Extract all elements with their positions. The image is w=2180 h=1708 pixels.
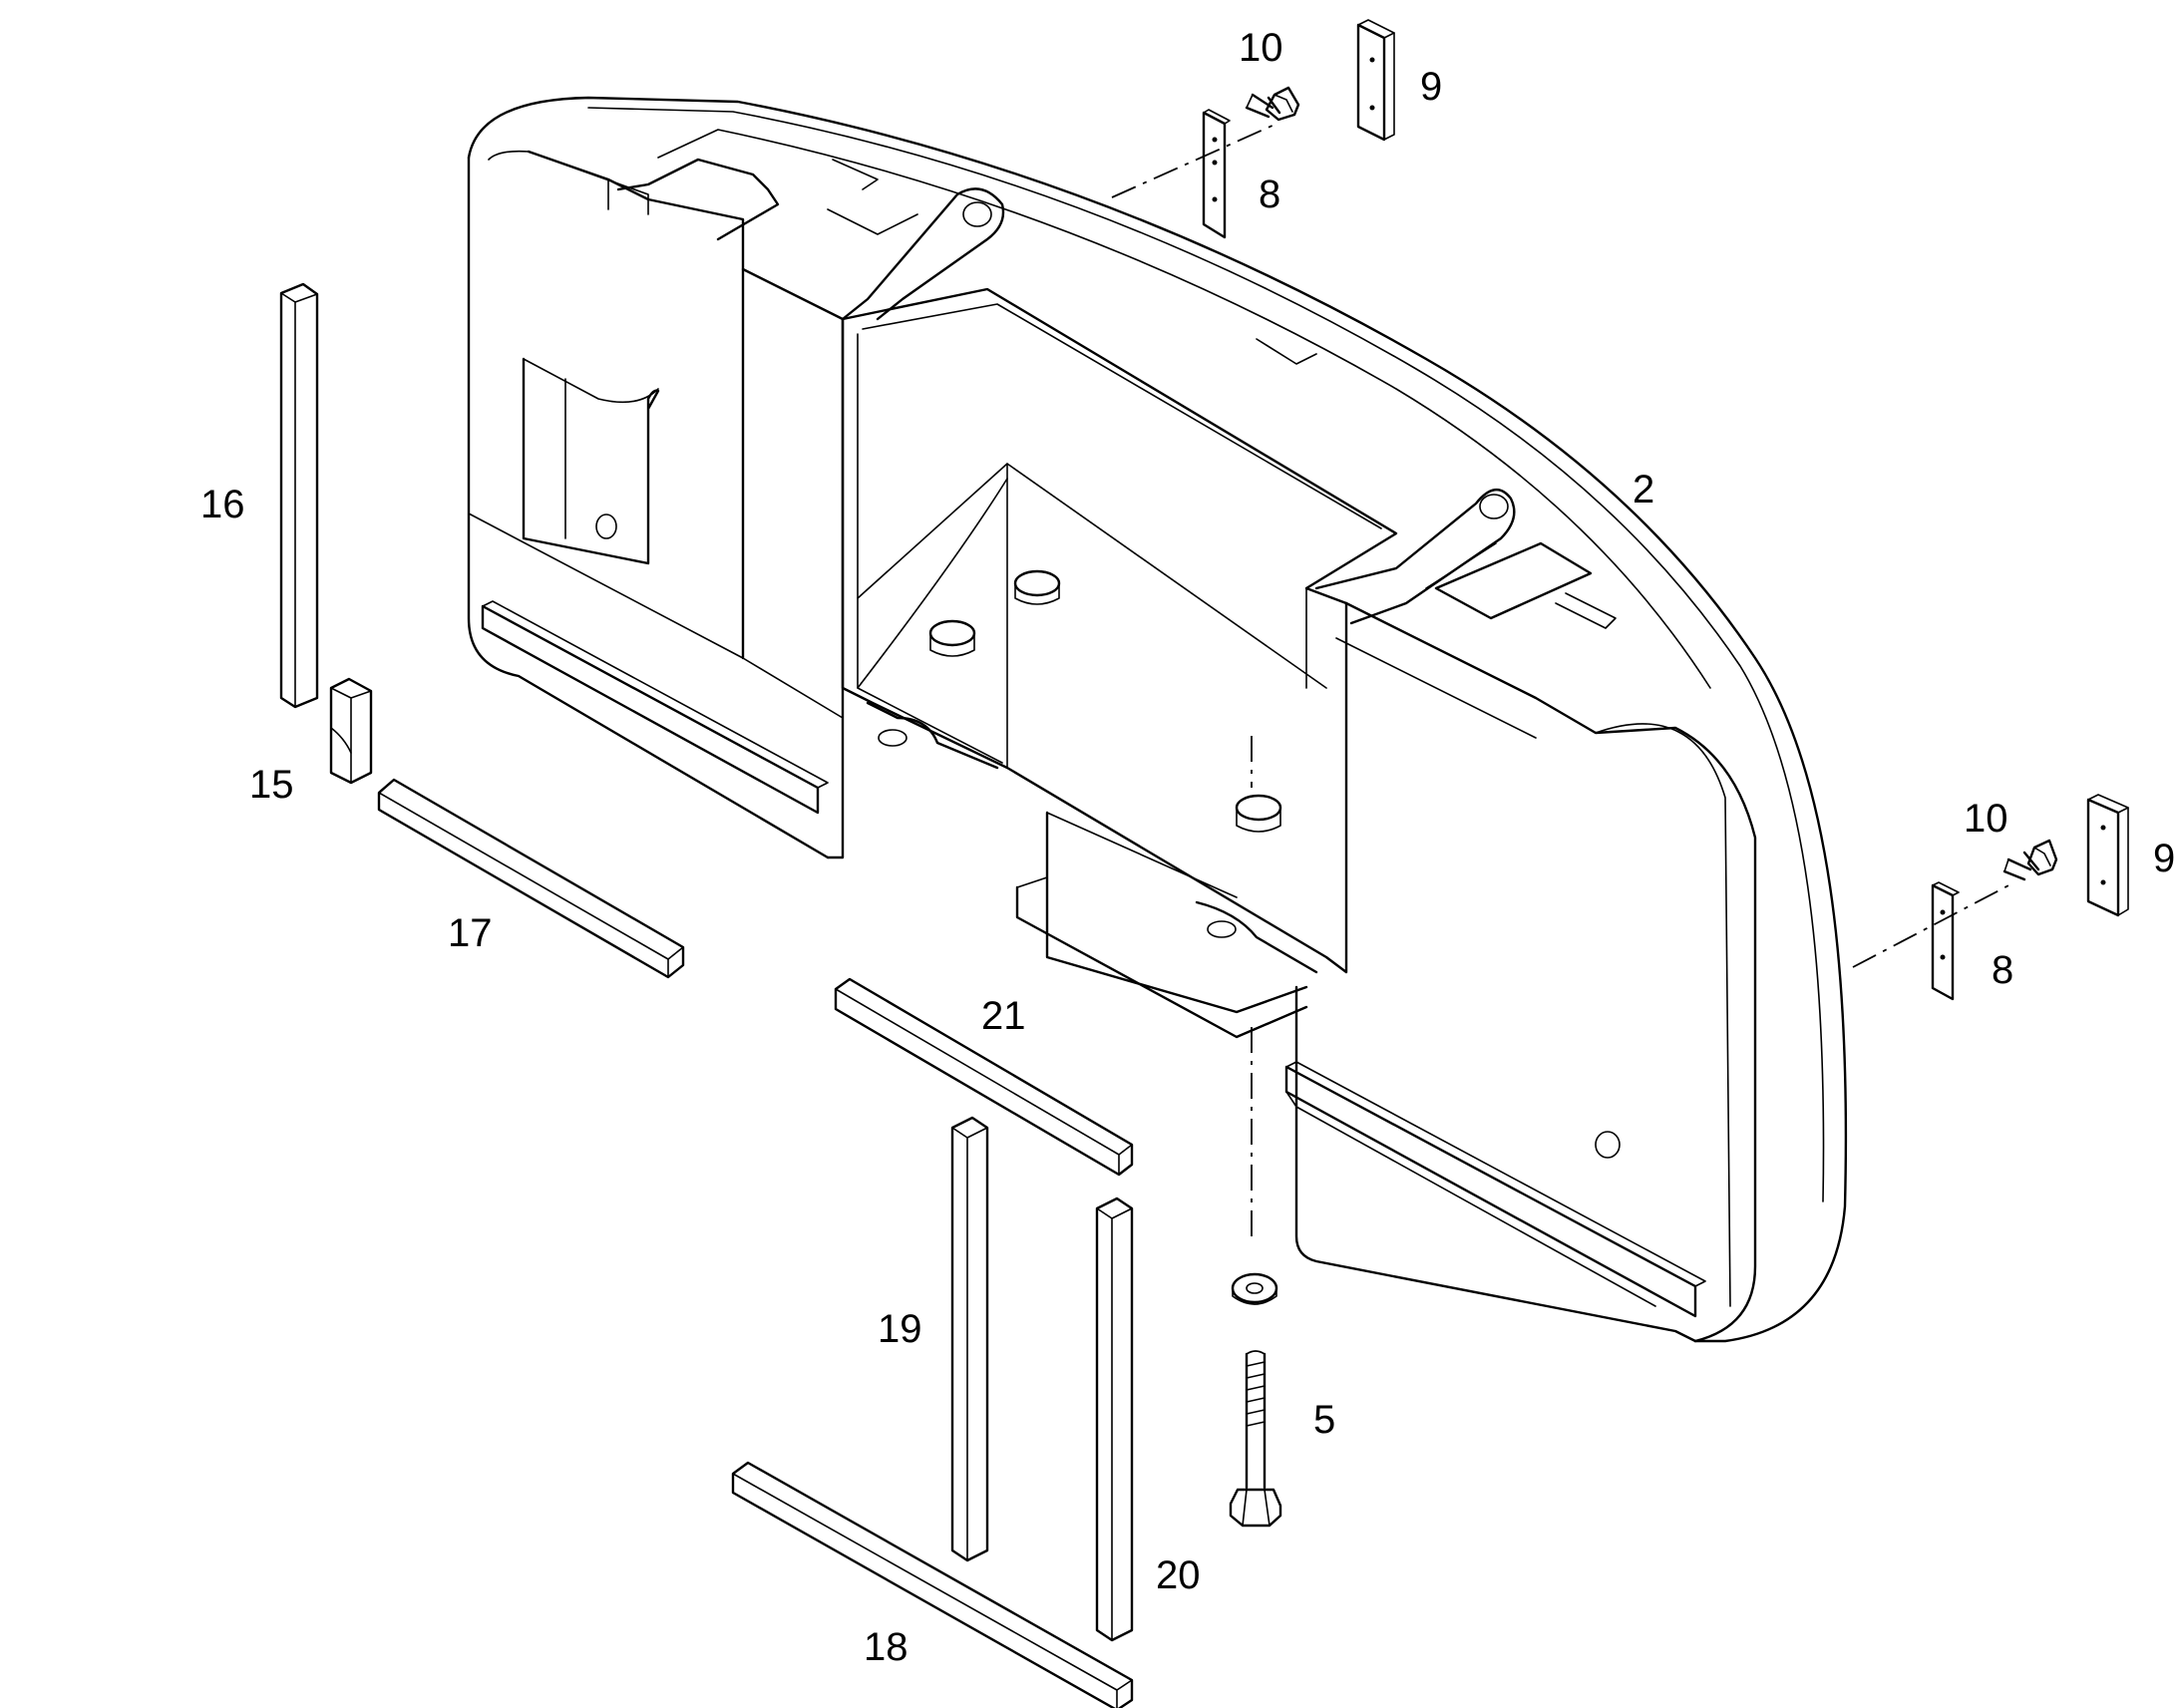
callout-5: 5 bbox=[1313, 1398, 1335, 1442]
bolt-and-washer bbox=[1229, 736, 1282, 1528]
part-20-bar bbox=[1095, 1196, 1134, 1642]
part-15-block bbox=[329, 677, 373, 785]
counterweight-body bbox=[467, 96, 1848, 1343]
callout-9-lower: 9 bbox=[2153, 837, 2175, 880]
callout-10-upper: 10 bbox=[1239, 26, 1283, 70]
callout-8-upper: 8 bbox=[1259, 172, 1280, 216]
callout-8-lower: 8 bbox=[1992, 948, 2013, 992]
part-18-bar bbox=[731, 1461, 1134, 1708]
callout-17: 17 bbox=[448, 911, 493, 955]
callout-10-lower: 10 bbox=[1964, 797, 2008, 841]
callout-19: 19 bbox=[878, 1307, 922, 1351]
upper-bolt-assembly bbox=[1111, 19, 1395, 239]
callout-16: 16 bbox=[200, 483, 245, 526]
part-16-bar bbox=[279, 282, 319, 709]
lower-bolt-assembly bbox=[1852, 794, 2129, 1001]
callout-18: 18 bbox=[864, 1625, 908, 1669]
part-21-bar bbox=[834, 977, 1134, 1177]
callout-15: 15 bbox=[249, 763, 294, 807]
callout-20: 20 bbox=[1156, 1553, 1201, 1597]
callout-2: 2 bbox=[1633, 468, 1654, 512]
callout-21: 21 bbox=[981, 994, 1026, 1038]
part-19-bar bbox=[950, 1116, 989, 1562]
part-17-bar bbox=[377, 778, 685, 979]
callout-labels: 2 5 8 8 9 9 10 10 15 16 17 18 19 20 21 bbox=[200, 26, 2175, 1669]
callout-9-upper: 9 bbox=[1420, 65, 1442, 109]
